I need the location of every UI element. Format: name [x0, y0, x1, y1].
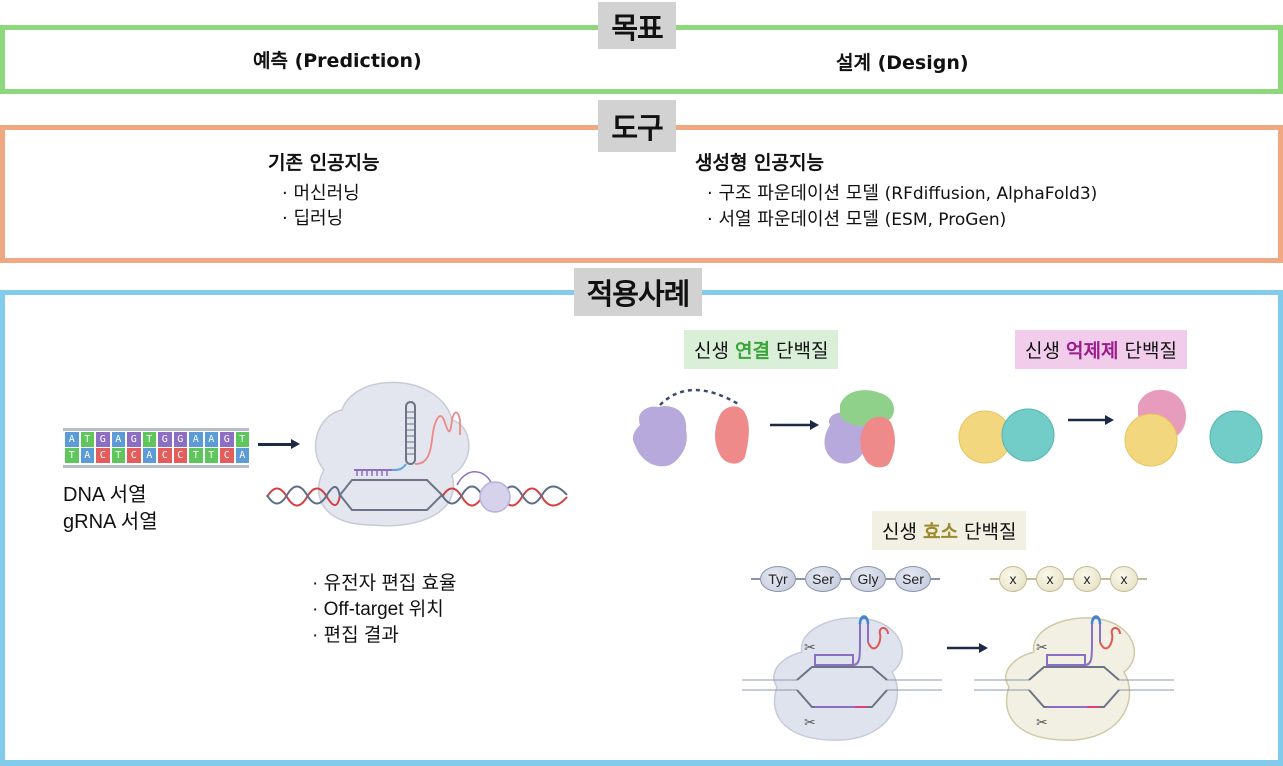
dna-top-strand: A T G A G T G G A A G T	[65, 432, 249, 447]
title-text: 단백질	[1118, 340, 1177, 362]
input-sequence-labels: DNA 서열 gRNA 서열	[63, 482, 158, 536]
title-text: 신생	[1025, 340, 1066, 362]
dna-base: A	[235, 448, 249, 463]
output-off-target-location: · Off-target 위치	[312, 599, 444, 620]
inhibitor-protein-illustration	[958, 389, 1263, 467]
dna-base: A	[80, 448, 94, 463]
tool-item-text: · 서열 파운데이션 모델	[707, 209, 885, 230]
enzyme-complex-illustration: ✂ ✂ ✂ ✂	[742, 615, 1174, 741]
dna-base: T	[111, 448, 125, 463]
binder-highlight: 연결	[735, 340, 770, 362]
dna-base: T	[80, 432, 94, 447]
output-editing-efficiency: · 유전자 편집 효율	[312, 573, 457, 594]
scissors-icon: ✂	[1036, 715, 1048, 731]
dna-base: G	[173, 432, 187, 447]
dna-base: G	[220, 432, 234, 447]
dna-base: C	[220, 448, 234, 463]
dna-sequence-label: DNA 서열	[63, 484, 147, 506]
dna-base: C	[127, 448, 141, 463]
residue-bead: Ser	[895, 566, 931, 592]
goal-section-label: 목표	[598, 2, 676, 49]
title-text: 단백질	[957, 521, 1017, 543]
conventional-ai-column: 기존 인공지능 · 머신러닝 · 딥러닝	[268, 148, 380, 231]
dna-base: T	[235, 432, 249, 447]
dna-base: G	[96, 432, 110, 447]
tool-item-sequence-foundation-model: · 서열 파운데이션 모델 (ESM, ProGen)	[695, 207, 1097, 233]
dna-backbone-bottom	[63, 465, 249, 468]
tool-item-machine-learning: · 머신러닝	[282, 183, 360, 204]
scissors-icon: ✂	[804, 640, 816, 656]
title-text: 신생	[694, 340, 735, 362]
dna-base: A	[65, 432, 79, 447]
scissors-icon: ✂	[1036, 640, 1048, 656]
dna-base: T	[204, 448, 218, 463]
dna-base: T	[65, 448, 79, 463]
tool-item-structure-foundation-model: · 구조 파운데이션 모델 (RFdiffusion, AlphaFold3)	[695, 181, 1097, 207]
tool-item-text: · 구조 파운데이션 모델	[707, 183, 885, 204]
dna-base: T	[142, 432, 156, 447]
scissors-icon: ✂	[804, 715, 816, 731]
dna-base: A	[189, 432, 203, 447]
chain-link	[931, 578, 940, 580]
residue-bead: Ser	[805, 566, 841, 592]
dna-base: A	[204, 432, 218, 447]
enzyme-protein-title: 신생 효소 단백질	[872, 511, 1027, 550]
arrow-icon	[258, 439, 300, 449]
dna-base: C	[173, 448, 187, 463]
dna-base: G	[158, 432, 172, 447]
tool-item-deep-learning: · 딥러닝	[282, 208, 344, 229]
residue-bead: Tyr	[760, 566, 796, 592]
inhibitor-protein-title: 신생 억제제 단백질	[1015, 330, 1187, 369]
dna-base: C	[96, 448, 110, 463]
enzyme-highlight: 효소	[923, 521, 958, 543]
generative-ai-heading: 생성형 인공지능	[695, 152, 824, 174]
applications-section-label: 적용사례	[574, 268, 702, 316]
dna-bottom-strand: T A C T C A C C T T C A	[65, 448, 249, 463]
chain-link	[751, 578, 760, 580]
chain-link	[990, 578, 999, 580]
inhibitor-highlight: 억제제	[1066, 340, 1119, 362]
dna-backbone-top	[63, 428, 249, 431]
chain-link	[796, 578, 805, 580]
title-text: 신생	[882, 521, 923, 543]
residue-bead: x	[999, 566, 1027, 592]
binder-protein-title: 신생 연결 단백질	[684, 330, 839, 369]
dna-base: G	[127, 432, 141, 447]
tool-item-examples: (ESM, ProGen)	[884, 210, 1007, 230]
title-text: 단백질	[769, 340, 829, 362]
dna-base: C	[158, 448, 172, 463]
dna-sequence-graphic: A T G A G T G G A A G T T A C T C A C C …	[63, 428, 249, 468]
grna-sequence-label: gRNA 서열	[63, 511, 158, 533]
generative-ai-column: 생성형 인공지능 · 구조 파운데이션 모델 (RFdiffusion, Alp…	[695, 148, 1097, 233]
goal-design: 설계 (Design)	[836, 52, 969, 74]
chain-link	[1138, 578, 1147, 580]
goal-prediction: 예측 (Prediction)	[253, 50, 422, 72]
crispr-complex-illustration	[266, 381, 568, 527]
tools-section-label: 도구	[598, 100, 676, 152]
chain-link	[841, 578, 850, 580]
native-residue-chain: Tyr Ser Gly Ser	[751, 566, 940, 592]
dna-base: A	[111, 432, 125, 447]
residue-bead: x	[1110, 566, 1138, 592]
chain-link	[886, 578, 895, 580]
prediction-outputs: · 유전자 편집 효율 · Off-target 위치 · 편집 결과	[312, 571, 457, 649]
conventional-ai-heading: 기존 인공지능	[268, 152, 380, 174]
designed-residue-chain: x x x x	[990, 566, 1147, 592]
binder-protein-illustration	[632, 388, 895, 468]
chain-link	[1064, 578, 1073, 580]
dna-base: T	[189, 448, 203, 463]
output-editing-outcome: · 편집 결과	[312, 625, 399, 646]
residue-bead: x	[1073, 566, 1101, 592]
chain-link	[1027, 578, 1036, 580]
residue-bead: x	[1036, 566, 1064, 592]
tool-item-examples: (RFdiffusion, AlphaFold3)	[884, 184, 1098, 204]
dna-base: A	[142, 448, 156, 463]
residue-bead: Gly	[850, 566, 886, 592]
chain-link	[1101, 578, 1110, 580]
